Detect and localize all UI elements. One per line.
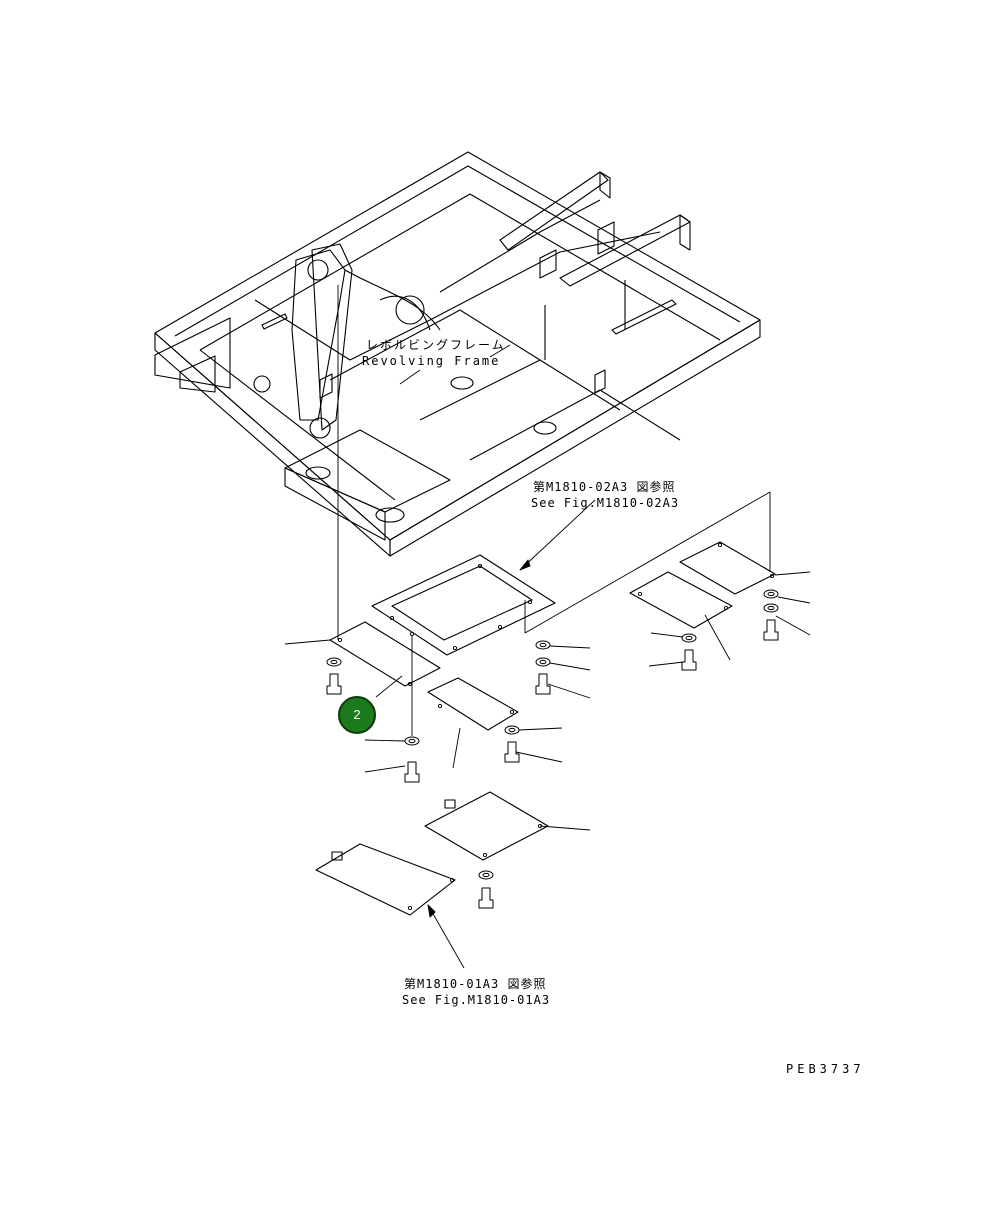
cover-center [427,677,519,731]
revolving-frame [154,151,761,557]
hardware-fasteners [326,589,779,909]
leader-lines [284,285,811,969]
cover-large [371,554,556,656]
undercover-plates [315,541,776,916]
fig-ref-02a3-jp: 第M1810-02A3 図参照 [533,480,676,494]
part-callout-2[interactable]: 2 [338,696,376,734]
cover-lower-b [315,843,456,916]
revolving-frame-label-en: Revolving Frame [362,354,501,368]
drawing-code: PEB3737 [786,1062,865,1076]
cover-upper-right-b [629,571,733,629]
cover-lower-a [424,791,549,861]
fig-ref-01a3-en: See Fig.M1810-01A3 [402,993,551,1007]
cover-left [329,621,441,687]
cover-upper-right-a [679,541,776,595]
fig-ref-02a3-en: See Fig.M1810-02A3 [531,496,680,510]
fig-ref-01a3-jp: 第M1810-01A3 図参照 [404,977,547,991]
revolving-frame-label-jp: レボルビングフレーム [366,338,506,352]
